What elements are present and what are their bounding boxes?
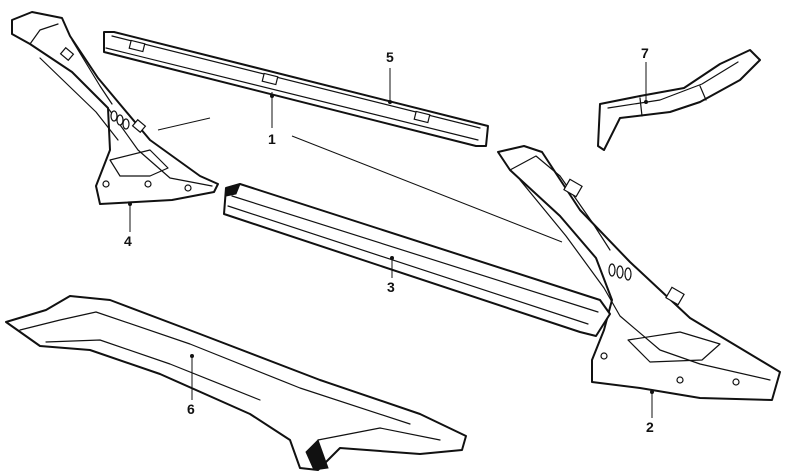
part-7-bracket bbox=[597, 49, 761, 151]
callout-5: 5 bbox=[386, 49, 394, 65]
part-3-middle-rail bbox=[223, 183, 611, 337]
part-5-trim-strip bbox=[103, 31, 489, 147]
callout-1: 1 bbox=[268, 131, 276, 147]
leader-lines bbox=[128, 62, 654, 418]
part-6-lower-crossmember bbox=[5, 295, 467, 471]
part-2-right-pillar-panel bbox=[497, 145, 781, 401]
callout-2: 2 bbox=[646, 419, 654, 435]
callout-6: 6 bbox=[187, 401, 195, 417]
part-4-left-pillar-panel bbox=[11, 11, 219, 205]
callout-7: 7 bbox=[641, 45, 649, 61]
callout-3: 3 bbox=[387, 279, 395, 295]
callout-4: 4 bbox=[124, 233, 132, 249]
